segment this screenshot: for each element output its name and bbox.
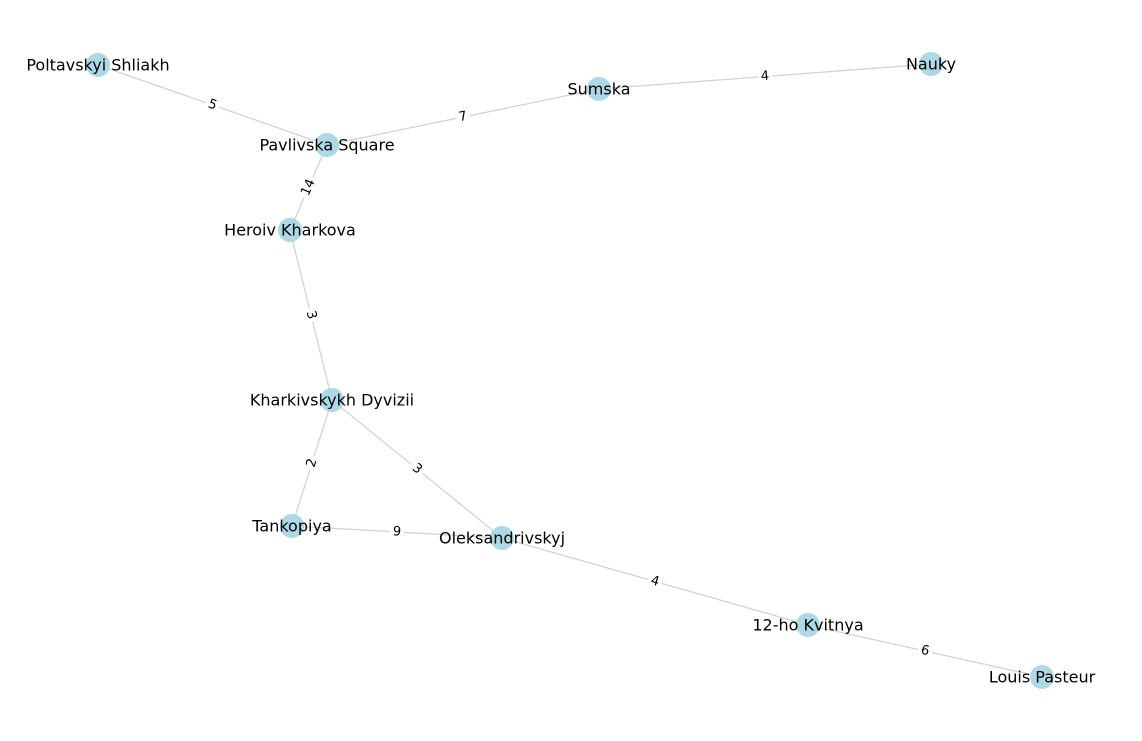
node-label-heroiv: Heroiv Kharkova bbox=[224, 221, 356, 240]
node-label-nauky: Nauky bbox=[906, 55, 956, 74]
edge-weight-text: 7 bbox=[457, 109, 468, 125]
edge-weight-label: 3 bbox=[406, 458, 428, 480]
edge-weight-background bbox=[389, 523, 405, 541]
node-pasteur bbox=[1030, 665, 1054, 689]
edge-weight-background bbox=[302, 453, 322, 473]
edge-weight-label: 14 bbox=[296, 174, 321, 201]
edge-weight-text: 3 bbox=[303, 309, 320, 321]
edge-weight-label: 6 bbox=[916, 641, 934, 661]
edge-weights-layer: 5 7 4 14 3 2 3 9 4 6 bbox=[203, 67, 934, 661]
node-kharkivskykh bbox=[320, 388, 344, 412]
node-nauky bbox=[919, 52, 943, 76]
edge-weight-label: 3 bbox=[301, 306, 321, 324]
node-sumska bbox=[587, 77, 611, 101]
edge-weight-background bbox=[406, 458, 428, 480]
node-tankopiya bbox=[280, 514, 304, 538]
node-label-pavlivska: Pavlivska Square bbox=[259, 136, 394, 155]
edge-weight-text: 4 bbox=[760, 69, 769, 85]
edge-weight-background bbox=[296, 174, 321, 201]
edge-weight-text: 4 bbox=[649, 573, 661, 590]
node-label-pasteur: Louis Pasteur bbox=[989, 668, 1096, 687]
node-kvitnya bbox=[796, 613, 820, 637]
edge-weight-label: 4 bbox=[757, 67, 773, 86]
edge-weight-text: 6 bbox=[919, 643, 930, 659]
edge-weight-text: 14 bbox=[298, 177, 318, 198]
edge-weight-background bbox=[916, 641, 934, 661]
edges-layer bbox=[97, 63, 1043, 678]
edge-weight-background bbox=[203, 95, 222, 115]
node-label-kharkivskykh: Kharkivskykh Dyvizii bbox=[250, 391, 414, 410]
edge-weight-background bbox=[757, 67, 773, 86]
edge-weight-label: 9 bbox=[389, 523, 405, 541]
node-label-kvitnya: 12-ho Kvitnya bbox=[752, 616, 863, 635]
node-label-tankopiya: Tankopiya bbox=[251, 517, 331, 536]
edge-weight-text: 9 bbox=[392, 524, 401, 539]
edge-weight-background bbox=[646, 571, 664, 592]
node-heroiv bbox=[278, 218, 302, 242]
edge-weight-label: 2 bbox=[302, 453, 322, 473]
node-pavlivska bbox=[315, 133, 339, 157]
edge-weight-label: 4 bbox=[646, 571, 664, 592]
edge-weight-background bbox=[454, 107, 472, 127]
node-label-sumska: Sumska bbox=[567, 80, 630, 99]
nodes-layer bbox=[86, 52, 1054, 689]
edge-weight-background bbox=[301, 306, 321, 324]
node-label-oleksandrivskyj: Oleksandrivskyj bbox=[439, 529, 565, 548]
edge-weight-label: 5 bbox=[203, 95, 222, 115]
edge-weight-label: 7 bbox=[454, 107, 472, 127]
node-label-poltavskyi: Poltavskyi Shliakh bbox=[26, 56, 169, 75]
node-poltavskyi bbox=[86, 53, 110, 77]
node-oleksandrivskyj bbox=[490, 526, 514, 550]
